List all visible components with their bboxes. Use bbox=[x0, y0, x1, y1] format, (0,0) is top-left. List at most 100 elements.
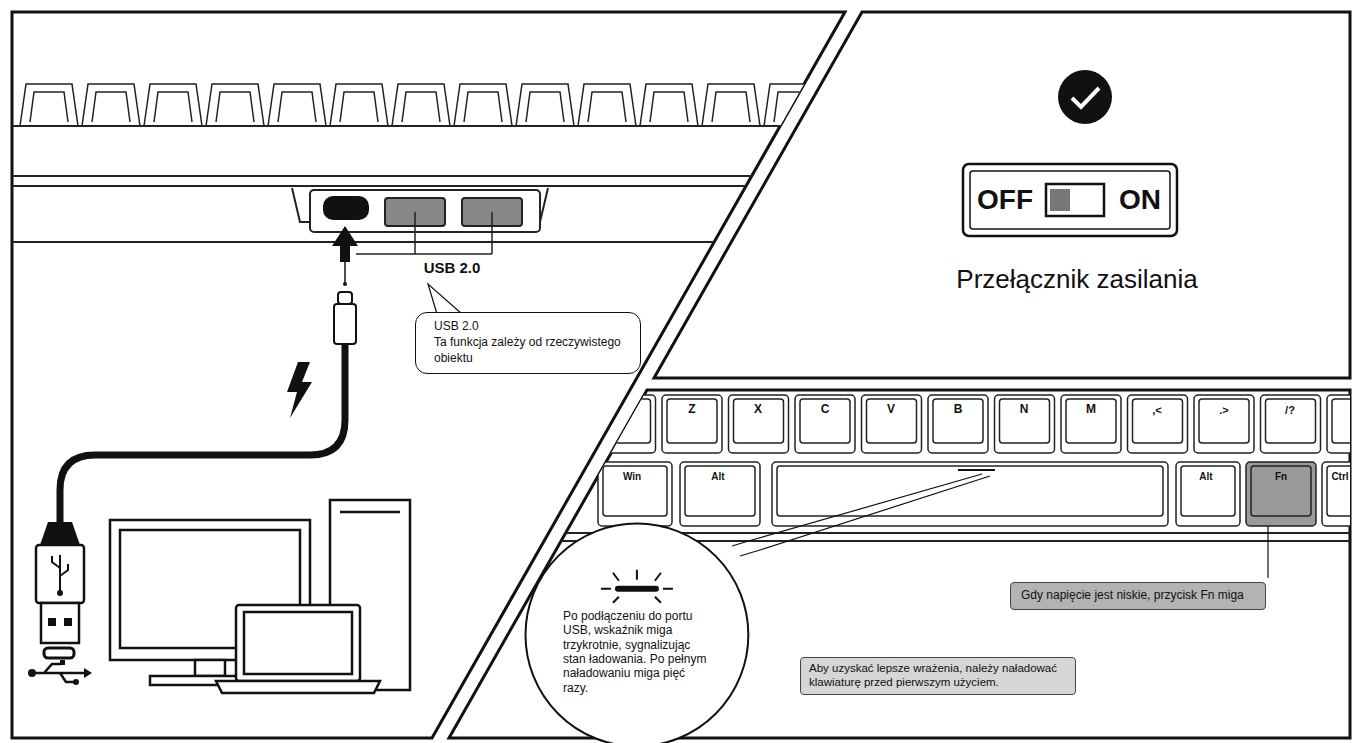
key-legend: Win bbox=[623, 471, 641, 482]
keycap-row bbox=[206, 84, 264, 126]
leader-line bbox=[740, 476, 990, 556]
circle-outline bbox=[526, 524, 749, 743]
keycap-row bbox=[764, 84, 822, 126]
keycap-row bbox=[650, 92, 688, 122]
keycap bbox=[667, 399, 717, 443]
callout-text: Aby uzyskać lepsze wrażenia, należy nała… bbox=[809, 662, 1067, 690]
keycap bbox=[1327, 395, 1359, 453]
note-box: Aby uzyskać lepsze wrażenia, należy nała… bbox=[800, 657, 1076, 695]
port-label: USB 2.0 bbox=[424, 260, 481, 277]
keycap-row bbox=[392, 84, 450, 126]
indicator-light bbox=[958, 469, 995, 471]
leader-line bbox=[1268, 526, 1269, 578]
key-legend: M bbox=[1086, 403, 1096, 416]
keycap bbox=[995, 395, 1055, 453]
cable bbox=[60, 344, 345, 522]
power-switch bbox=[1050, 189, 1070, 211]
keycap bbox=[800, 399, 850, 443]
keycap bbox=[772, 462, 1168, 526]
keycap-row bbox=[702, 84, 760, 126]
blink-icon bbox=[636, 570, 638, 580]
usb-a-plug bbox=[64, 618, 72, 626]
key-legend: Alt bbox=[711, 471, 724, 482]
leader-line bbox=[732, 474, 982, 546]
keycap-row bbox=[20, 84, 884, 126]
keycap-row bbox=[30, 92, 68, 122]
usb-a-plug bbox=[41, 603, 79, 643]
key-legend: B bbox=[954, 403, 963, 416]
keycap bbox=[603, 466, 667, 516]
keycap-row bbox=[712, 92, 750, 122]
computer bbox=[236, 605, 360, 681]
keycap-row bbox=[578, 84, 636, 126]
insert-arrow bbox=[332, 226, 358, 262]
keycap bbox=[933, 399, 983, 443]
key-legend: N bbox=[1020, 403, 1029, 416]
usb-icon bbox=[60, 660, 65, 665]
computer bbox=[244, 612, 352, 674]
blink-icon bbox=[615, 586, 659, 592]
keycap-row bbox=[588, 92, 626, 122]
keycap-row bbox=[216, 92, 254, 122]
keycap bbox=[1000, 399, 1050, 443]
leader-line bbox=[1267, 526, 1268, 578]
blink-icon bbox=[655, 573, 661, 581]
usb-icon bbox=[28, 648, 92, 685]
keycap bbox=[862, 395, 922, 453]
usb-c-port bbox=[323, 196, 369, 220]
switch-caption: Przełącznik zasilania bbox=[956, 265, 1197, 294]
keycap-row bbox=[464, 92, 502, 122]
usb-a-plug bbox=[48, 618, 56, 626]
keycap-row bbox=[454, 84, 512, 126]
keycap-row bbox=[278, 92, 316, 122]
keycap bbox=[795, 395, 855, 453]
key-legend: Alt bbox=[1199, 471, 1212, 482]
keycap bbox=[1194, 395, 1254, 453]
usb-bracket bbox=[356, 212, 492, 254]
usb-icon bbox=[28, 669, 36, 677]
keycap bbox=[598, 462, 672, 526]
keycap bbox=[1199, 399, 1249, 443]
keyboard-body bbox=[12, 126, 850, 242]
keycap-row bbox=[402, 92, 440, 122]
blink-icon bbox=[601, 570, 673, 603]
keycap bbox=[734, 399, 784, 443]
keycap bbox=[1332, 399, 1359, 443]
usb-c-port bbox=[323, 196, 369, 220]
keycap-row bbox=[20, 84, 78, 126]
keycap-row bbox=[154, 92, 192, 122]
computer bbox=[195, 660, 225, 676]
keycap bbox=[1061, 395, 1121, 453]
callout-text: Po podłączeniu do portu USB, wskaźnik mi… bbox=[563, 609, 711, 695]
key-legend: .> bbox=[1219, 404, 1228, 416]
keyboard-body bbox=[12, 241, 850, 243]
keycap bbox=[1128, 395, 1188, 453]
computer bbox=[216, 681, 380, 693]
indicator-light bbox=[958, 470, 995, 471]
usb-a-plug bbox=[57, 590, 63, 596]
keycap-row bbox=[640, 84, 698, 126]
usb-a-plug bbox=[36, 522, 84, 643]
callout-bubble: USB 2.0Ta funkcja zależy od rzeczywisteg… bbox=[415, 312, 641, 374]
insert-arrow bbox=[332, 226, 358, 286]
check-icon bbox=[1058, 70, 1112, 124]
key-legend: Ctrl bbox=[1331, 471, 1348, 482]
switch-label: OFF bbox=[977, 185, 1033, 216]
keycap bbox=[1133, 399, 1183, 443]
blink-icon bbox=[613, 597, 619, 603]
keycap bbox=[1066, 399, 1116, 443]
key-legend: X bbox=[754, 403, 762, 416]
callout-text: Ta funkcja zależy od rzeczywistego obiek… bbox=[434, 334, 630, 366]
keycap-row bbox=[82, 84, 140, 126]
keycap bbox=[1327, 466, 1359, 516]
keycap-row bbox=[526, 92, 564, 122]
keycap bbox=[680, 462, 760, 526]
callout-text: Gdy napięcie jest niskie, przycisk Fn mi… bbox=[1021, 588, 1255, 604]
port-housing bbox=[292, 188, 548, 232]
usb-bubble-tail bbox=[428, 284, 462, 314]
keycap bbox=[596, 395, 1359, 526]
key-legend: /? bbox=[1285, 404, 1295, 416]
keycap bbox=[1322, 462, 1359, 526]
keycap-row bbox=[836, 92, 874, 122]
